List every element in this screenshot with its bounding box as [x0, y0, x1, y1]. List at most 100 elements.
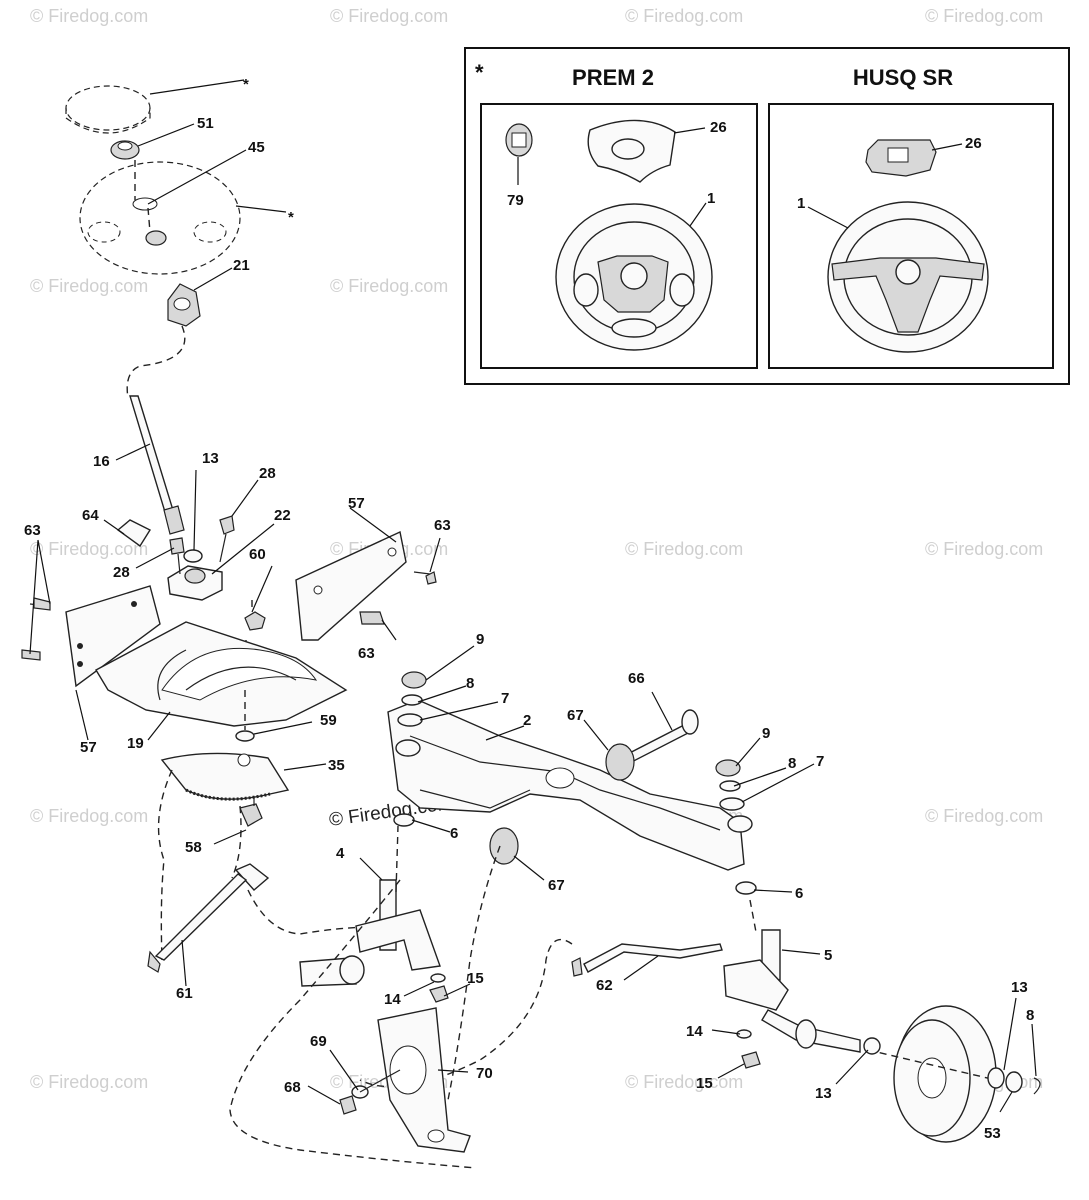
prem2-center-cap [587, 119, 676, 183]
callout: 60 [249, 546, 266, 563]
front-wheel [863, 1005, 1041, 1143]
callout: 8 [788, 755, 796, 772]
callout: 9 [762, 725, 770, 742]
watermark: © Firedog.com [925, 806, 1043, 826]
callout: 28 [113, 564, 130, 581]
bushing-stack-left [397, 671, 427, 727]
bolt-63d [359, 611, 385, 625]
callout: 2 [523, 712, 531, 729]
pitman-arm-61 [147, 863, 431, 973]
callout: 15 [467, 970, 484, 987]
callout: 8 [466, 675, 474, 692]
callout: 22 [274, 507, 291, 524]
bolt-63a [33, 597, 51, 611]
spindle-4 [299, 825, 449, 1003]
callout: 62 [596, 977, 613, 994]
callout-labels: * 51 45 * 21 16 13 28 64 28 22 60 57 63 … [24, 76, 1034, 1142]
callout: 15 [696, 1075, 713, 1092]
clip-64 [116, 519, 152, 548]
husq-sr-steering-wheel [827, 201, 989, 353]
spindle-5 [723, 899, 861, 1069]
callout: 13 [815, 1085, 832, 1102]
callout: 9 [476, 631, 484, 648]
clip-8 [401, 694, 423, 706]
bolt-58 [239, 803, 263, 827]
callout: 59 [320, 712, 337, 729]
husq-sr-panel [768, 103, 1054, 369]
callout: 63 [434, 517, 451, 534]
nut-15a [429, 985, 449, 1003]
inset-label: 26 [965, 135, 982, 152]
callout: * [288, 209, 294, 226]
watermark: © Firedog.com [330, 6, 448, 26]
inset-title-prem2: PREM 2 [572, 65, 654, 90]
steering-support-plate [21, 530, 437, 742]
steering-wheel-options-inset: * PREM 2 HUSQ SR 26 79 1 [464, 47, 1070, 385]
washer-6a [393, 813, 415, 827]
callout: 13 [202, 450, 219, 467]
steering-shaft-16 [116, 395, 185, 548]
leader [807, 206, 849, 229]
bushing-stack-right [715, 759, 745, 811]
watermark: © Firedog.com [625, 539, 743, 559]
husq-sr-center-cap [865, 139, 937, 177]
callout: 7 [816, 753, 824, 770]
washer-59 [235, 730, 255, 742]
prem2-steering-wheel [555, 203, 713, 351]
cap-9b [715, 759, 741, 777]
callout: 70 [476, 1065, 493, 1082]
callout: 63 [24, 522, 41, 539]
callout: 6 [795, 885, 803, 902]
pivot-bolt-66 [489, 709, 699, 865]
callout: 51 [197, 115, 214, 132]
callout: 21 [233, 257, 250, 274]
bolt-63b [21, 649, 41, 661]
side-plate-57-right [295, 530, 407, 641]
callout: 67 [567, 707, 584, 724]
watermark: © Firedog.com [925, 6, 1043, 26]
callout: 14 [686, 1023, 703, 1040]
watermark: © Firedog.com [625, 1072, 743, 1092]
bolt-63c [425, 571, 437, 585]
watermark: © Firedog.com [30, 276, 148, 296]
inset-label: 1 [707, 190, 715, 207]
inset-asterisk: * [475, 60, 484, 85]
washer-13b [987, 1067, 1005, 1089]
watermark: © Firedog.com [625, 6, 743, 26]
bolt-28 [219, 515, 235, 535]
callout: 8 [1026, 1007, 1034, 1024]
watermark: © Firedog.com [30, 806, 148, 826]
leader [931, 143, 963, 151]
watermark: © Firedog.com [925, 539, 1043, 559]
callout: 64 [82, 507, 99, 524]
callout: 35 [328, 757, 345, 774]
cap-9 [401, 671, 427, 689]
washer-6b [735, 881, 757, 895]
inset-label: 1 [797, 195, 805, 212]
emblem-79 [505, 123, 533, 157]
callout: 68 [284, 1079, 301, 1096]
callout: * [243, 76, 249, 93]
sector-gear-35 [157, 752, 290, 961]
inset-frame [464, 47, 1070, 385]
callout: 67 [548, 877, 565, 894]
callout: 63 [358, 645, 375, 662]
bolt-28b [169, 537, 185, 555]
callout: 13 [1011, 979, 1028, 996]
watermark: © Firedog.com [30, 1072, 148, 1092]
callout: 19 [127, 735, 144, 752]
callout: 7 [501, 690, 509, 707]
leader-lines [29, 79, 1037, 1113]
bolt-68 [339, 1095, 357, 1115]
leader [673, 127, 706, 134]
washer-7 [397, 713, 423, 727]
nut-60 [244, 611, 266, 631]
callout: 66 [628, 670, 645, 687]
washer-7b [719, 797, 745, 811]
front-axle-2 [387, 699, 757, 895]
callout: 14 [384, 991, 401, 1008]
inset-title-husq-sr: HUSQ SR [853, 65, 953, 90]
steering-wheel-assembly [65, 85, 241, 399]
callout: 28 [259, 465, 276, 482]
